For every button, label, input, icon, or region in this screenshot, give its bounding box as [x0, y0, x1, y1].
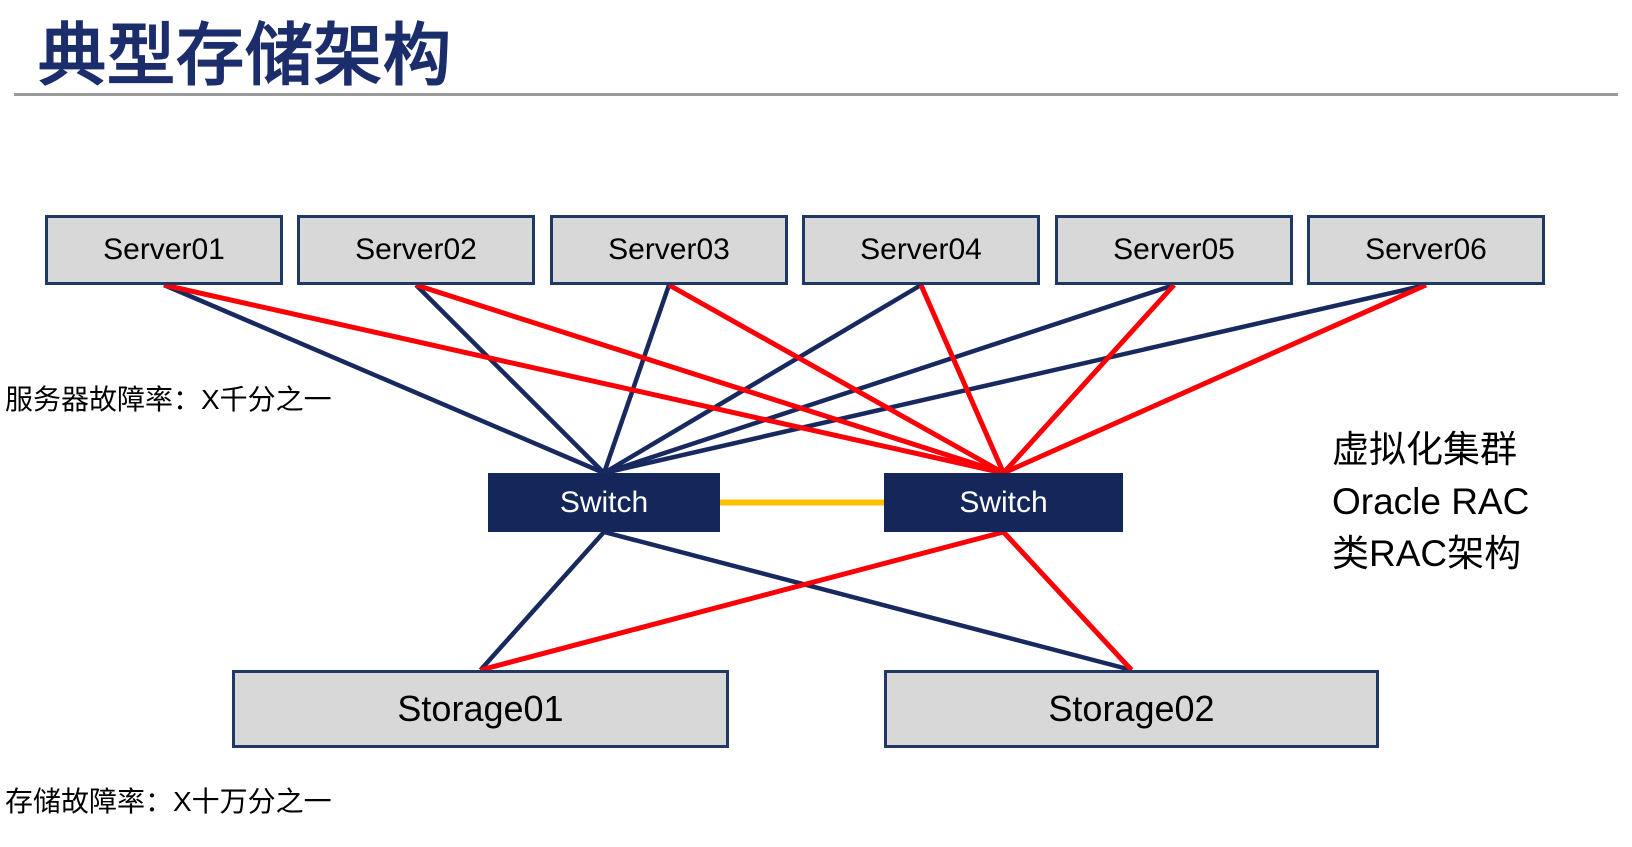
storage-failure-rate-label: 存储故障率：X十万分之一	[5, 786, 332, 817]
cluster-annotation-line3: 类RAC架构	[1332, 533, 1522, 574]
server04-label: Server04	[860, 233, 982, 266]
server06-box: Server06	[1307, 215, 1545, 285]
server05-label: Server05	[1113, 233, 1235, 266]
storage02-box: Storage02	[884, 670, 1379, 748]
switch-left-box: Switch	[488, 473, 720, 532]
cluster-annotation-line1: 虚拟化集群	[1332, 429, 1517, 470]
slide-title: 典型存储架构	[38, 18, 453, 94]
storage02-label: Storage02	[1048, 688, 1215, 729]
server03-box: Server03	[550, 215, 788, 285]
server02-box: Server02	[297, 215, 535, 285]
storage01-label: Storage01	[397, 688, 564, 729]
server06-label: Server06	[1365, 233, 1487, 266]
cluster-annotation: 虚拟化集群 Oracle RAC 类RAC架构	[1332, 424, 1529, 580]
server01-box: Server01	[45, 215, 283, 285]
cluster-annotation-line2: Oracle RAC	[1332, 481, 1530, 522]
switch-right-box: Switch	[884, 473, 1123, 532]
server01-label: Server01	[103, 233, 225, 266]
server05-box: Server05	[1055, 215, 1293, 285]
storage01-box: Storage01	[232, 670, 729, 748]
switch-right-label: Switch	[959, 485, 1048, 519]
server02-label: Server02	[355, 233, 477, 266]
server03-label: Server03	[608, 233, 730, 266]
server-failure-rate-label: 服务器故障率：X千分之一	[5, 384, 332, 415]
server04-box: Server04	[802, 215, 1040, 285]
title-divider	[14, 93, 1618, 96]
switch-left-label: Switch	[559, 485, 649, 519]
